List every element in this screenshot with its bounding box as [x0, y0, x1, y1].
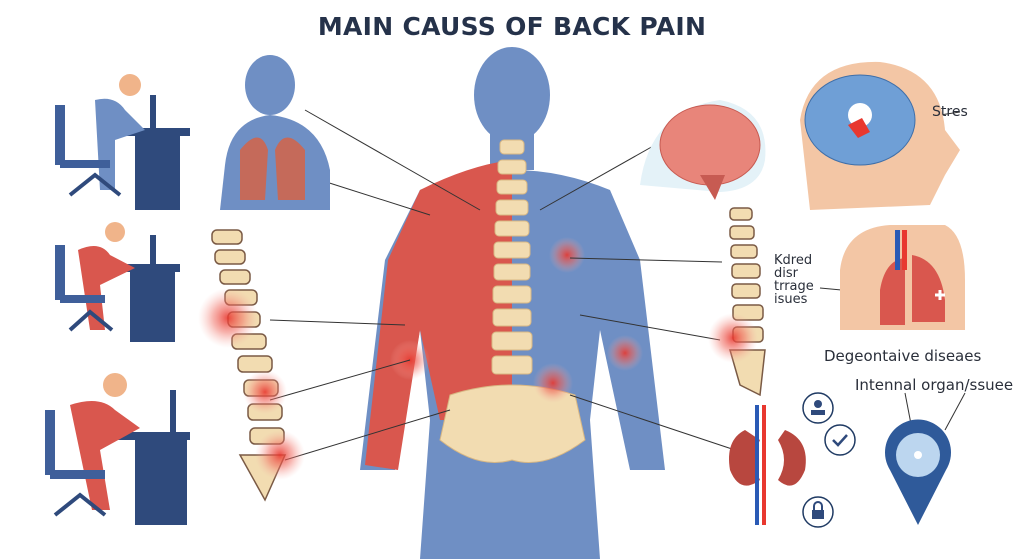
label-line: isues: [774, 292, 808, 307]
person-at-desk-1: [55, 74, 190, 210]
location-pin-icon: [885, 419, 951, 525]
label-line: disr: [774, 266, 798, 281]
label-kdred-disr-issues: Kdred disr trrage isues: [774, 254, 814, 306]
pain-spot-arm: [607, 335, 643, 371]
lock-icon-badge: [802, 496, 834, 528]
label-stress: Stres: [932, 104, 968, 120]
pain-spot-left-spine-mid: [243, 370, 287, 414]
central-spine: [439, 139, 586, 463]
person-at-desk-3: [45, 373, 190, 525]
pain-spot-upper-back: [549, 237, 585, 273]
pain-spot-right-spine: [708, 313, 758, 363]
pain-spot-left-spine-upper: [198, 288, 258, 348]
torso-lungs-illustration: [220, 55, 330, 210]
right-spine-illustration: [729, 207, 766, 397]
head-profile-stress-illustration: [800, 61, 960, 210]
brain-illustration: [640, 100, 766, 200]
label-line: Kdred: [774, 253, 813, 268]
pain-spot-lower-back: [533, 363, 573, 403]
label-internal-organ-issues: Intennal organ/ssuee: [855, 376, 1014, 394]
connector-lines: [269, 109, 966, 461]
page-title: MAIN CAUSS OF BACK PAIN: [317, 12, 707, 41]
label-degenerative-diseases: Degeontaive diseaes: [824, 347, 982, 365]
check-icon-badge: [824, 424, 856, 456]
label-line: trrage: [774, 279, 814, 294]
person-icon-badge: [802, 392, 834, 424]
chest-lungs-illustration: [840, 225, 965, 330]
pain-spot-left-spine-lower: [255, 430, 305, 480]
kidneys-illustration: [729, 405, 806, 525]
person-at-desk-2: [55, 222, 180, 342]
central-body-figure: [360, 47, 665, 559]
